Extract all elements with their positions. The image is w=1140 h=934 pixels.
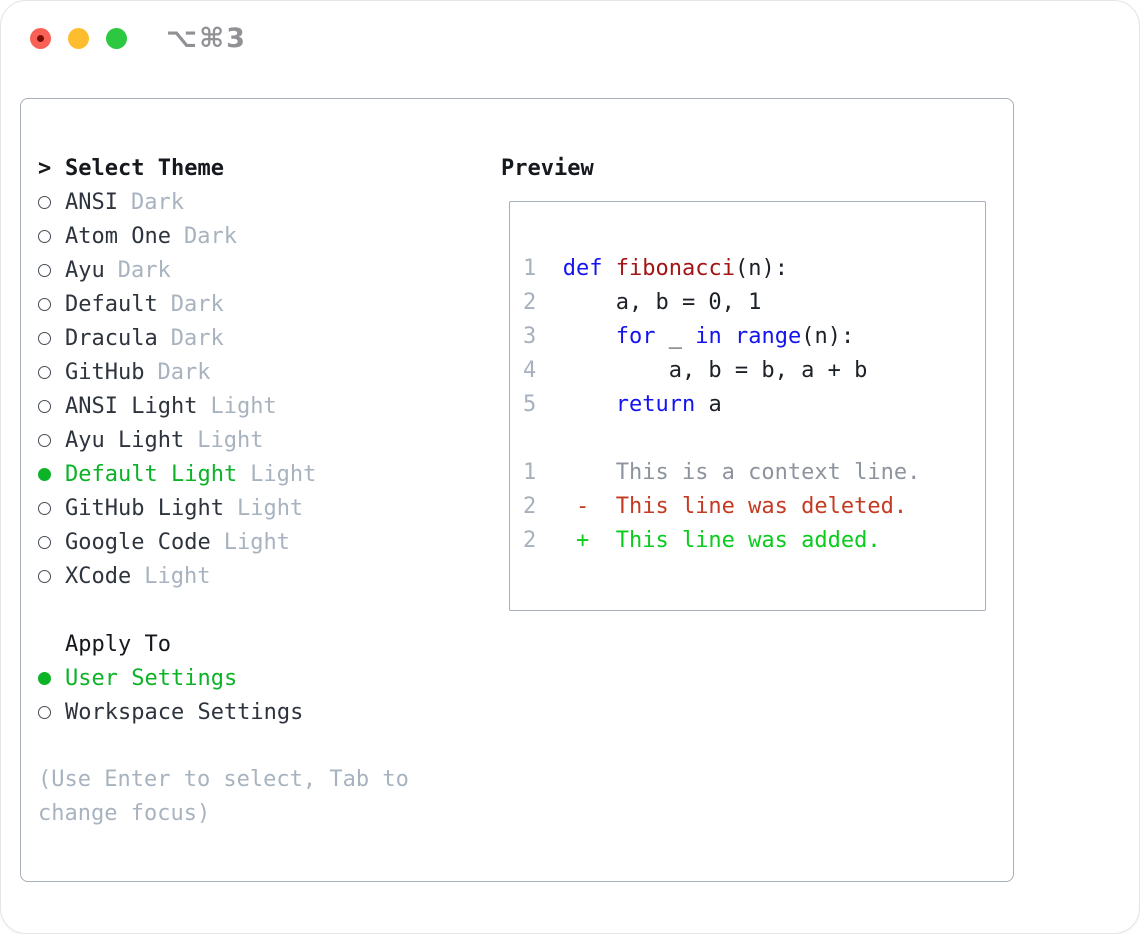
preview-code-line: 1 This is a context line. [523, 460, 921, 485]
variant-badge: Light [144, 563, 211, 589]
radio-unselected-icon [38, 365, 65, 379]
theme-option[interactable]: Default Dark [38, 287, 468, 321]
radio-unselected-icon [38, 399, 65, 413]
variant-badge: Light [197, 427, 264, 453]
preview-code: 1 def fibonacci(n): 2 a, b = 0, 1 3 for _ … [523, 252, 985, 558]
help-text: (Use Enter to select, Tab to change focu… [38, 767, 409, 826]
option-label: ANSI Light [65, 393, 198, 419]
option-label: ANSI [65, 189, 118, 215]
apply-option[interactable]: Workspace Settings [38, 695, 468, 729]
close-button[interactable] [30, 27, 51, 49]
variant-badge: Light [210, 393, 277, 419]
theme-option[interactable]: Ayu Dark [38, 253, 468, 287]
select-theme-label: Select Theme [65, 155, 224, 181]
theme-option[interactable]: ANSI Dark [38, 185, 468, 219]
variant-badge: Light [250, 461, 317, 487]
minimize-button[interactable] [68, 27, 89, 49]
radio-unselected-icon [38, 535, 65, 549]
option-label: XCode [65, 563, 132, 589]
titlebar: ⌥⌘3 [1, 1, 1139, 75]
preview-box: 1 def fibonacci(n): 2 a, b = 0, 1 3 for _ … [509, 201, 986, 611]
radio-unselected-icon [38, 569, 65, 583]
option-label: Default [65, 291, 158, 317]
variant-badge: Dark [157, 359, 211, 385]
radio-selected-icon [38, 467, 65, 481]
option-label: Default Light [65, 461, 238, 487]
option-label: User Settings [65, 665, 238, 691]
preview-code-line: 4 a, b = b, a + b [523, 358, 868, 383]
variant-badge: Dark [170, 325, 224, 351]
apply-option[interactable]: User Settings [38, 661, 468, 695]
select-theme-header: > Select Theme [38, 151, 468, 185]
radio-unselected-icon [38, 433, 65, 447]
theme-option[interactable]: Atom One Dark [38, 219, 468, 253]
option-label: Google Code [65, 529, 211, 555]
theme-option[interactable]: Default Light Light [38, 457, 468, 491]
preview-panel: Preview 1 def fibonacci(n): 2 a, b = 0, 1… [501, 151, 986, 611]
radio-selected-icon [38, 671, 65, 685]
preview-code-line: 5 return a [523, 392, 722, 417]
variant-badge: Light [223, 529, 290, 555]
preview-code-line: 2 + This line was added. [523, 528, 881, 553]
radio-unselected-icon [38, 331, 65, 345]
preview-code-line: 2 - This line was deleted. [523, 494, 908, 519]
option-label: Ayu [65, 257, 105, 283]
focus-caret-icon: > [38, 155, 52, 181]
variant-badge: Dark [117, 257, 171, 283]
preview-code-line: 1 def fibonacci(n): [523, 256, 788, 281]
radio-unselected-icon [38, 195, 65, 209]
option-label: GitHub [65, 359, 145, 385]
option-label: Atom One [65, 223, 171, 249]
variant-badge: Dark [183, 223, 237, 249]
theme-option[interactable]: Ayu Light Light [38, 423, 468, 457]
apply-to-header: Apply To [38, 627, 468, 661]
theme-option[interactable]: ANSI Light Light [38, 389, 468, 423]
preview-code-line: 2 a, b = 0, 1 [523, 290, 762, 315]
option-label: GitHub Light [65, 495, 224, 521]
variant-badge: Dark [130, 189, 184, 215]
apply-to-label: Apply To [65, 631, 171, 657]
maximize-button[interactable] [106, 27, 127, 49]
theme-option[interactable]: GitHub Dark [38, 355, 468, 389]
option-label: Workspace Settings [65, 699, 304, 725]
window-title-shortcut: ⌥⌘3 [166, 22, 247, 54]
theme-option[interactable]: XCode Light [38, 559, 468, 593]
theme-option[interactable]: Google Code Light [38, 525, 468, 559]
preview-header: Preview [501, 151, 986, 185]
theme-option[interactable]: GitHub Light Light [38, 491, 468, 525]
option-label: Dracula [65, 325, 158, 351]
radio-unselected-icon [38, 263, 65, 277]
preview-code-line [523, 422, 985, 456]
preview-code-line: 3 for _ in range(n): [523, 324, 855, 349]
radio-unselected-icon [38, 297, 65, 311]
radio-unselected-icon [38, 501, 65, 515]
preview-label: Preview [501, 155, 594, 181]
theme-option[interactable]: Dracula Dark [38, 321, 468, 355]
option-label: Ayu Light [65, 427, 185, 453]
variant-badge: Dark [170, 291, 224, 317]
radio-unselected-icon [38, 705, 65, 719]
radio-unselected-icon [38, 229, 65, 243]
variant-badge: Light [236, 495, 304, 521]
